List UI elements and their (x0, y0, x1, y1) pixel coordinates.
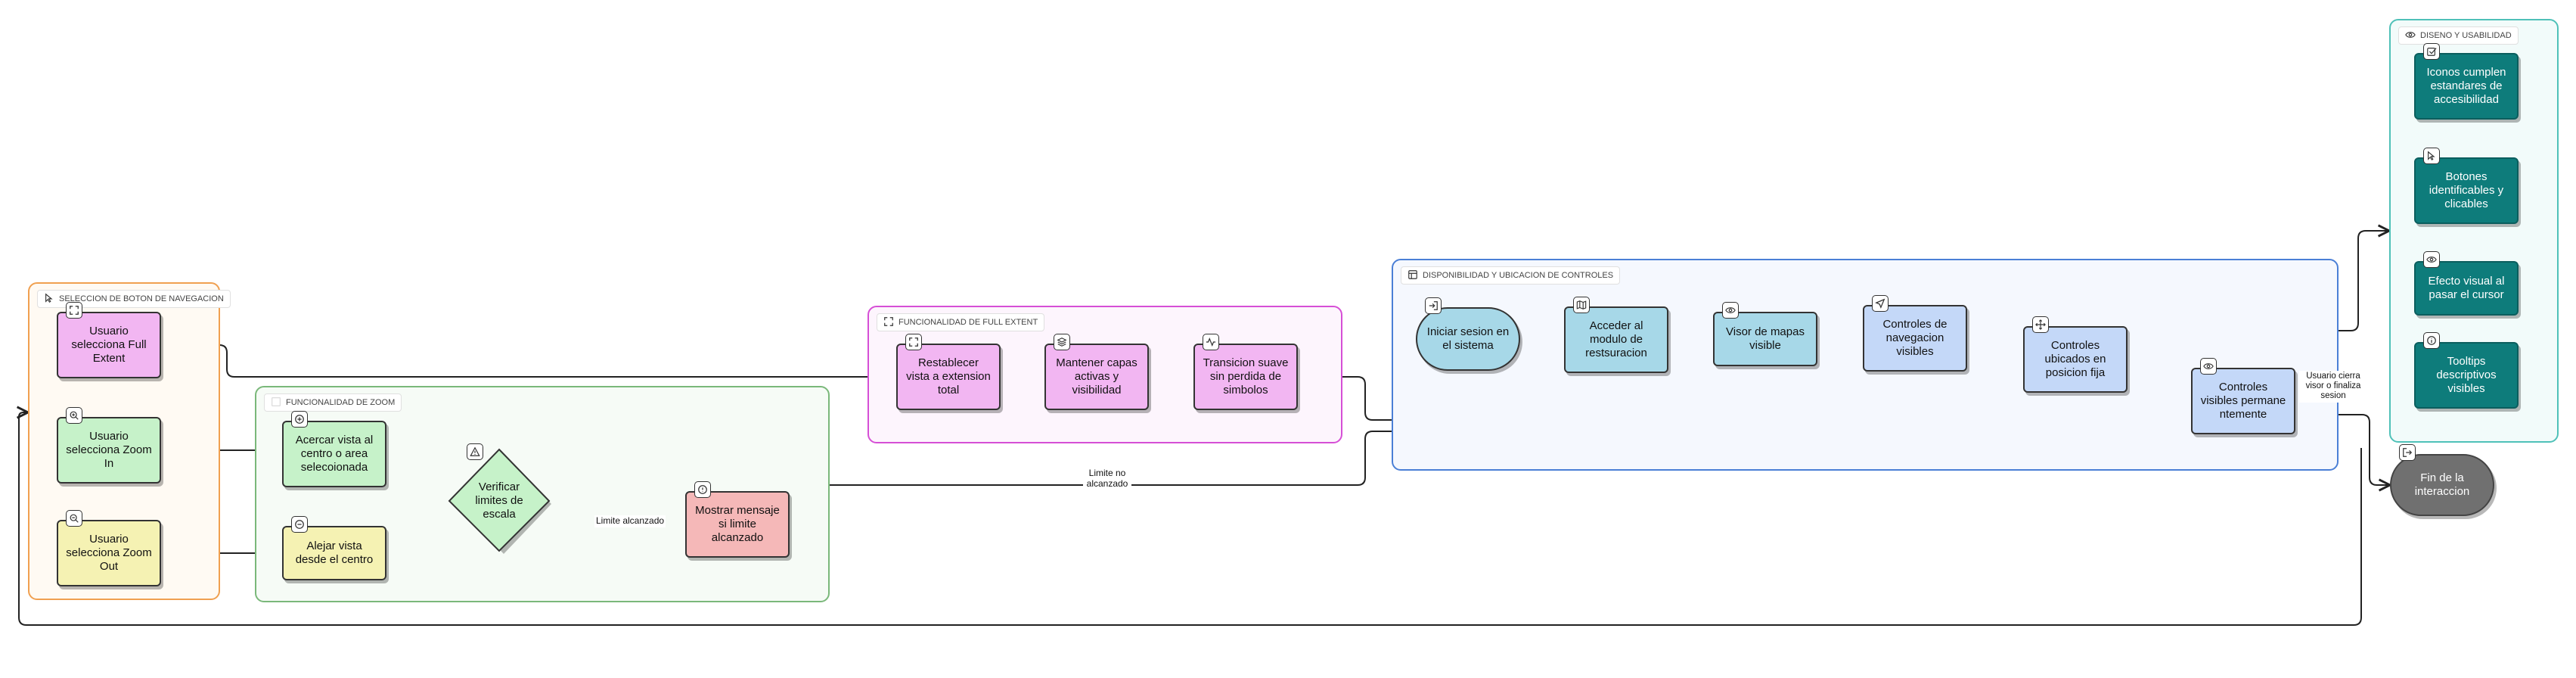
node-fin-interaccion[interactable]: Fin de la interaccion (2390, 454, 2494, 516)
info-icon (2423, 332, 2440, 349)
eye-icon (2405, 30, 2416, 42)
expand-icon (66, 302, 82, 319)
node-restablecer-vista[interactable]: Restablecer vista a extension total (896, 344, 1001, 410)
node-usuario-selecciona-zoom-in[interactable]: Usuario selecciona Zoom In (57, 417, 161, 484)
check-square-icon (2423, 43, 2440, 60)
node-mostrar-mensaje[interactable]: Mostrar mensaje si limite alcanzado (685, 491, 790, 558)
edge-fin-loop-zoomin (19, 412, 2362, 626)
pointer-icon (2423, 148, 2440, 164)
group-full-extent-label: FUNCIONALIDAD DE FULL EXTENT (877, 313, 1045, 331)
edge-fullextent-restablecer (161, 344, 896, 377)
node-mantener-capas[interactable]: Mantener capas activas y visibilidad (1044, 344, 1149, 410)
node-usuario-selecciona-full-extent[interactable]: Usuario selecciona Full Extent (57, 312, 161, 378)
decision-diamond (448, 448, 551, 554)
expand-icon (883, 316, 894, 329)
node-efecto-visual[interactable]: Efecto visual al pasar el cursor (2414, 261, 2519, 316)
zoom-in-icon (66, 407, 82, 424)
activity-icon (1203, 334, 1219, 350)
eye-icon (2200, 358, 2217, 375)
node-transicion-suave[interactable]: Transicion suave sin perdida de simbolos (1193, 344, 1298, 410)
node-acceder-modulo[interactable]: Acceder al modulo de restsuracion (1564, 306, 1668, 373)
node-controles-navegacion[interactable]: Controles de navegacion visibles (1863, 305, 1967, 372)
node-tooltips-descriptivos[interactable]: Tooltips descriptivos visibles (2414, 342, 2519, 409)
minus-circle-icon (291, 516, 308, 533)
plus-circle-icon (291, 411, 308, 428)
node-iconos-accesibilidad[interactable]: Iconos cumplen estandares de accesibilid… (2414, 53, 2519, 120)
zoom-icon (271, 397, 281, 409)
warning-icon (467, 443, 483, 460)
navigation-icon (1872, 295, 1889, 312)
eye-icon (2423, 251, 2440, 268)
node-usuario-selecciona-zoom-out[interactable]: Usuario selecciona Zoom Out (57, 520, 161, 586)
edge-label-limite-no-alcanzado: Limite no alcanzado (1083, 468, 1131, 490)
edge-verificar-controlesperm (524, 431, 2191, 486)
eye-icon (1722, 302, 1739, 319)
node-iniciar-sesion[interactable]: Iniciar sesion en el sistema (1416, 307, 1520, 371)
edge-label-usuario-cierra: Usuario cierra visor o finaliza sesion (2299, 371, 2367, 403)
node-verificar-limites[interactable]: Verificar limites de escala (446, 448, 552, 554)
expand-icon (905, 334, 922, 350)
move-icon (2032, 316, 2049, 333)
node-controles-posicion-fija[interactable]: Controles ubicados en posicion fija (2023, 326, 2128, 393)
map-icon (1573, 297, 1590, 313)
login-icon (1425, 297, 1442, 314)
group-zoom-label: FUNCIONALIDAD DE ZOOM (264, 393, 402, 412)
edge-transicion-controlesperm (1298, 376, 2191, 420)
edge-controlesnav-diseno (1967, 231, 2389, 331)
zoom-out-icon (66, 510, 82, 527)
edge-label-limite-alcanzado: Limite alcanzado (594, 515, 666, 527)
layout-icon (1407, 269, 1418, 282)
node-botones-clicables[interactable]: Botones identificables y clicables (2414, 157, 2519, 224)
node-acercar-vista[interactable]: Acercar vista al centro o area selecoion… (282, 421, 386, 487)
cursor-icon (44, 293, 54, 306)
alert-circle-icon (694, 481, 711, 498)
node-controles-permanentes[interactable]: Controles visibles permane ntemente (2191, 368, 2295, 434)
node-visor-mapas[interactable]: Visor de mapas visible (1713, 312, 1817, 366)
group-diseno-label: DISENO Y USABILIDAD (2398, 26, 2519, 45)
layers-icon (1054, 334, 1070, 350)
node-alejar-vista[interactable]: Alejar vista desde el centro (282, 526, 386, 580)
edge-controlesperm-fin (2295, 414, 2390, 485)
logout-icon (2399, 444, 2416, 461)
group-disponibilidad-label: DISPONIBILIDAD Y UBICACION DE CONTROLES (1401, 266, 1621, 285)
